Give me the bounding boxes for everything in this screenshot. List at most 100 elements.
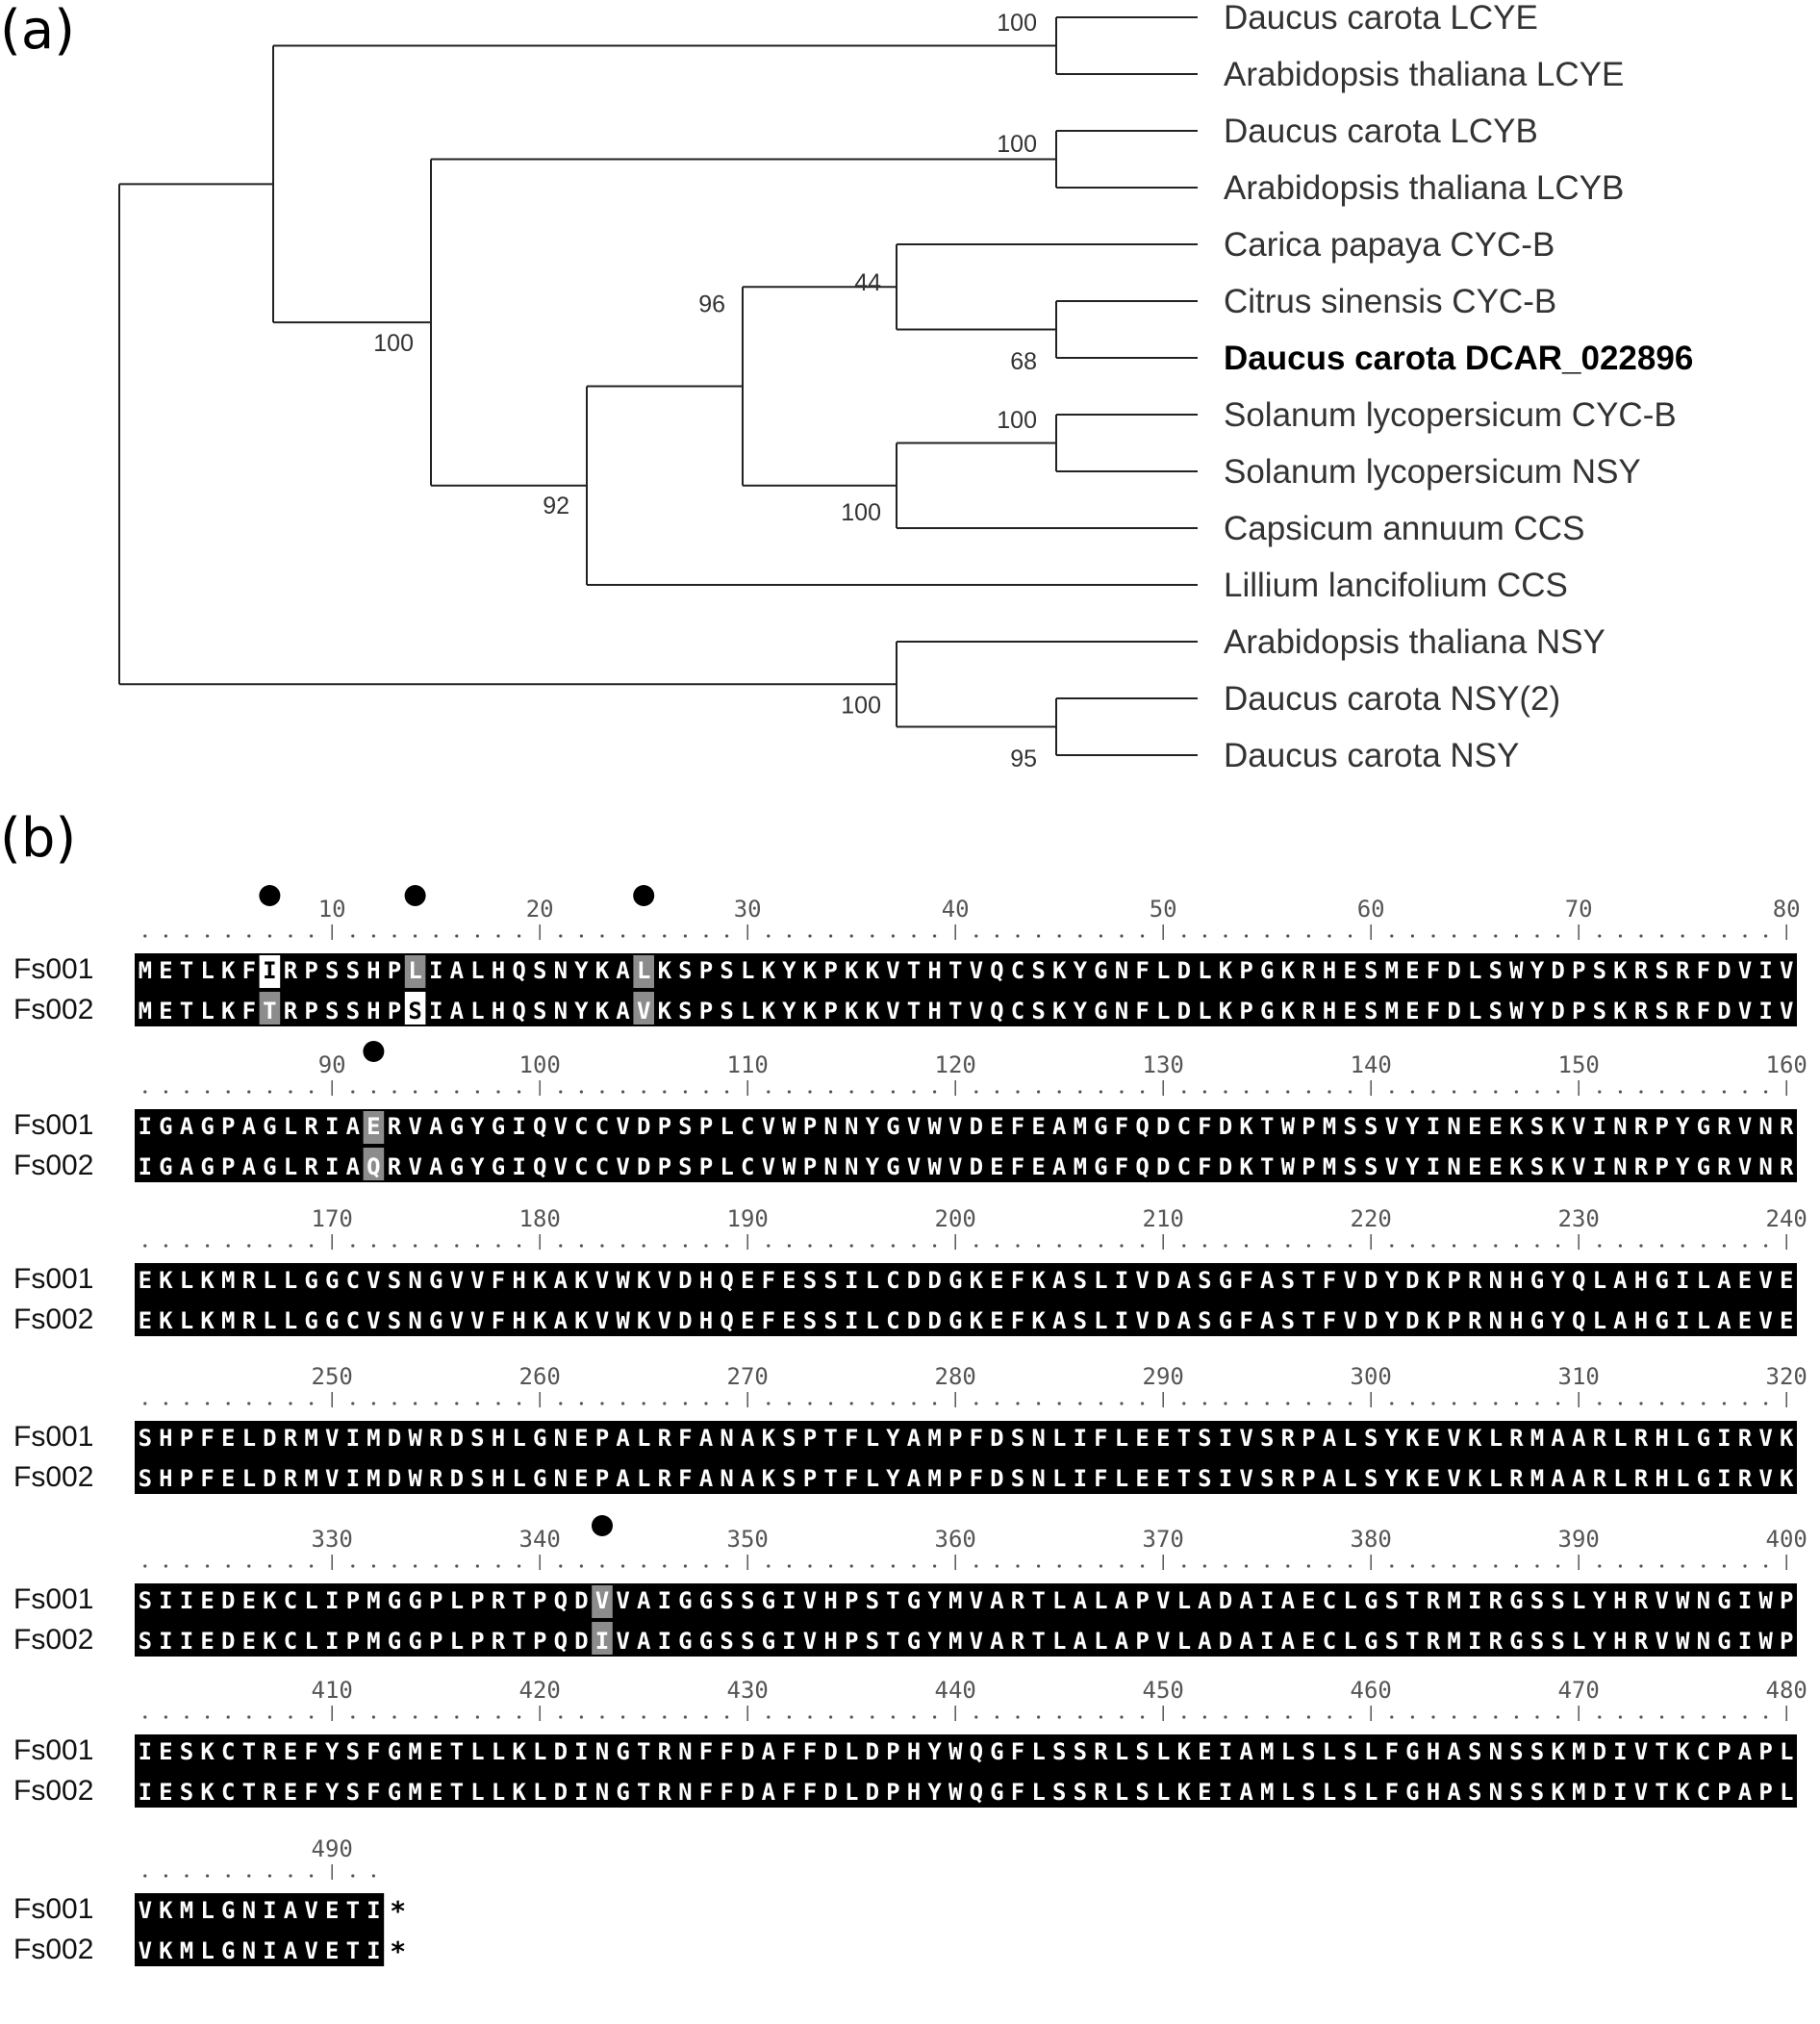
residue: L (1468, 957, 1481, 984)
taxon-label-t5: Carica papaya CYC-B (1224, 226, 1555, 264)
residue: W (1509, 957, 1524, 984)
residue: Y (782, 998, 796, 1025)
ruler-dot (1743, 1090, 1747, 1094)
ruler-dot (1453, 1564, 1456, 1568)
residue: R (388, 1153, 402, 1180)
sequence-background (135, 1421, 1797, 1457)
residue: A (907, 1425, 922, 1452)
residue: A (1281, 1628, 1296, 1655)
residue: S (1281, 1307, 1295, 1334)
residue: F (1198, 1153, 1211, 1180)
ruler-dot (143, 934, 147, 938)
ruler-dot (371, 1402, 375, 1405)
ruler-dot (392, 1564, 396, 1568)
residue: K (595, 998, 610, 1025)
ruler-dot (704, 934, 708, 938)
residue: E (1427, 1465, 1440, 1492)
residue: L (284, 1153, 297, 1180)
residue: R (1427, 1587, 1441, 1614)
residue: Q (990, 998, 1003, 1025)
residue: D (927, 1267, 941, 1294)
ruler-dot (1681, 1090, 1684, 1094)
residue: K (1509, 1153, 1524, 1180)
ruler-number: 220 (1351, 1205, 1392, 1232)
ruler-dot (829, 1715, 833, 1719)
taxon-label-t1: Daucus carota LCYE (1224, 0, 1538, 37)
residue: D (1219, 1628, 1232, 1655)
residue: E (1489, 1113, 1503, 1140)
residue: R (284, 998, 298, 1025)
residue: Q (512, 957, 525, 984)
residue: A (1239, 1587, 1253, 1614)
residue: A (1572, 1425, 1586, 1452)
ruler-dot (1141, 1564, 1145, 1568)
ruler-dot (1639, 934, 1643, 938)
ruler-dot (1764, 934, 1768, 938)
residue: N (1613, 1113, 1627, 1140)
ruler-dot (1598, 1244, 1602, 1248)
ruler-dot (683, 1244, 688, 1248)
residue: D (678, 1267, 692, 1294)
residue: P (1780, 1628, 1793, 1655)
residue: V (1738, 957, 1752, 984)
residue: Y (1385, 1465, 1400, 1492)
residue: K (595, 957, 610, 984)
variant-marker-dot (363, 1041, 385, 1062)
residue: F (492, 1307, 505, 1334)
residue: D (263, 1465, 276, 1492)
ruler-number: 10 (318, 896, 346, 923)
residue: F (1323, 1267, 1336, 1294)
residue: S (1530, 1628, 1544, 1655)
residue: F (1094, 1465, 1107, 1492)
ruler-number: 230 (1558, 1205, 1600, 1232)
residue: K (1468, 1425, 1482, 1452)
residue: L (1780, 1779, 1793, 1806)
ruler-number: 300 (1351, 1363, 1392, 1390)
residue: S (1364, 1465, 1378, 1492)
residue: R (1634, 1628, 1649, 1655)
residue: H (492, 1465, 505, 1492)
residue: M (1260, 1738, 1274, 1765)
residue: L (512, 1465, 525, 1492)
ruler-dot (1681, 1244, 1684, 1248)
residue: I (367, 1937, 380, 1964)
ruler-dot (1681, 1402, 1684, 1405)
residue: F (762, 1267, 775, 1294)
ruler-dot (933, 1090, 937, 1094)
ruler-dot (808, 1715, 812, 1719)
ruler-dot (891, 1090, 896, 1094)
residue: W (927, 1153, 942, 1180)
residue: L (741, 957, 754, 984)
residue: R (658, 1465, 672, 1492)
residue: T (450, 1779, 464, 1806)
residue: L (1094, 1267, 1107, 1294)
residue: E (1468, 1113, 1481, 1140)
ruler-dot (912, 1244, 916, 1248)
ruler-dot (849, 1715, 853, 1719)
ruler-dot (206, 1244, 210, 1248)
residue: L (242, 1465, 256, 1492)
ruler-dot (1099, 934, 1102, 938)
bootstrap-solanum-capsicum: 100 (841, 499, 881, 526)
residue: G (1405, 1779, 1419, 1806)
residue: Y (1385, 1267, 1400, 1294)
ruler-dot (933, 934, 937, 938)
ruler-dot (351, 934, 355, 938)
residue: S (866, 1587, 879, 1614)
residue: K (533, 1307, 547, 1334)
residue: P (1717, 1738, 1731, 1765)
residue: I (325, 1587, 339, 1614)
ruler-dot (1390, 1564, 1394, 1568)
residue: Y (470, 1113, 485, 1140)
residue: P (221, 1113, 235, 1140)
residue: T (1031, 1628, 1045, 1655)
residue: S (1385, 1628, 1399, 1655)
residue: I (1219, 1738, 1232, 1765)
ruler-dot (267, 1874, 271, 1878)
residue: H (1509, 1267, 1523, 1294)
residue: S (1198, 1465, 1211, 1492)
ruler-dot (185, 1090, 189, 1094)
residue: N (242, 1897, 256, 1924)
ruler-number: 440 (935, 1677, 976, 1704)
